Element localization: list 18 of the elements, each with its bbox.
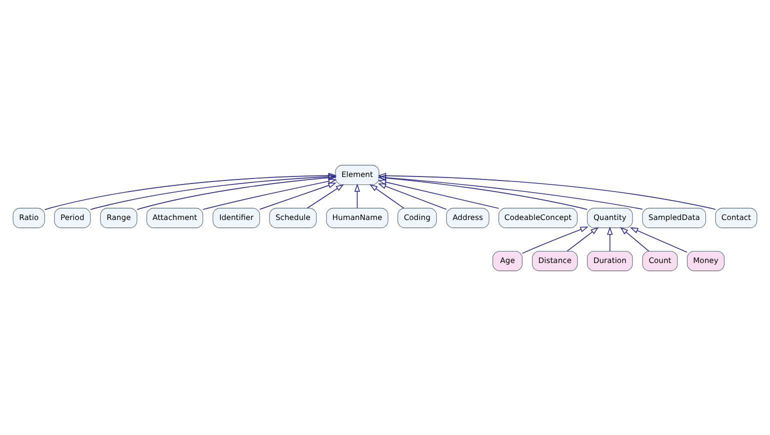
arrow: [378, 178, 500, 208]
arrow: [202, 178, 337, 210]
arrow: [620, 226, 650, 252]
arrow: [566, 226, 599, 252]
arrow: [369, 184, 404, 208]
arrow: [522, 226, 588, 254]
arrow: [136, 174, 337, 210]
arrow: [378, 182, 447, 210]
arrow: [378, 174, 643, 210]
arrow: [259, 182, 336, 210]
arrow: [378, 174, 588, 210]
arrow: [607, 226, 613, 252]
arrow: [378, 172, 716, 210]
arrow: [44, 172, 337, 210]
arrow: [90, 173, 337, 210]
arrow: [306, 184, 344, 208]
arrow: [630, 226, 688, 252]
arrow: [354, 183, 360, 208]
